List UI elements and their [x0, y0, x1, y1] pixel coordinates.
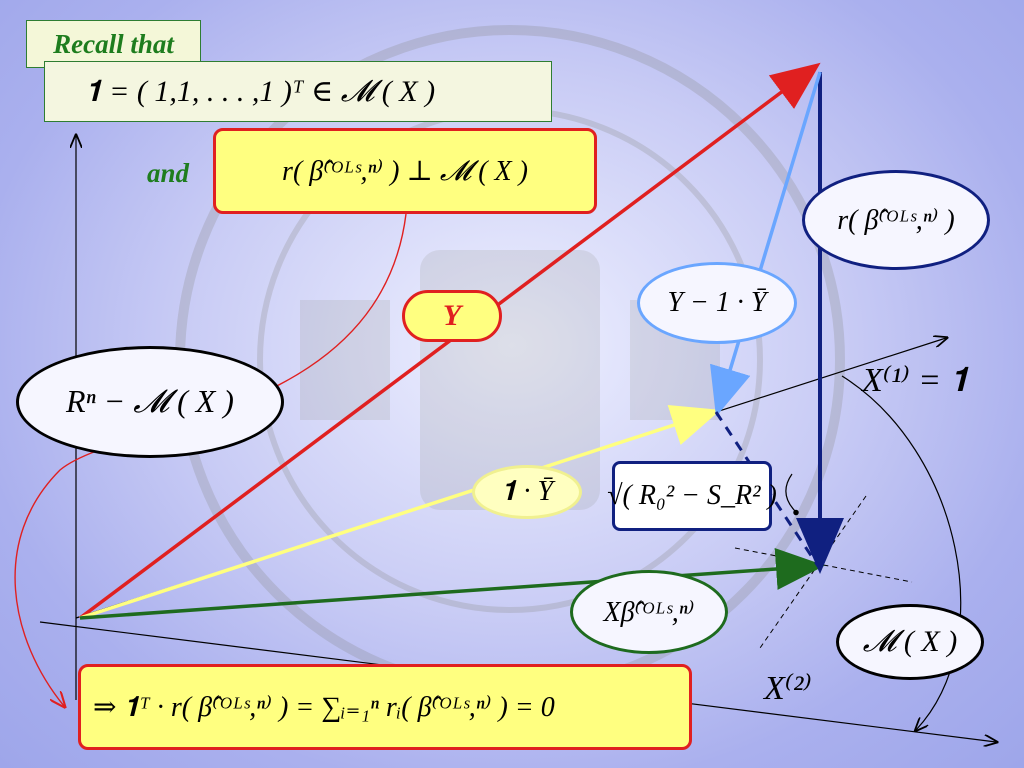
- formula-one-in-mx-text: 𝟏 = ( 1,1, . . . ,1 )ᵀ ∈ 𝓜 ( X ): [85, 75, 436, 108]
- perp-formula-text: r( β̂⁽ᴼᴸˢ,ⁿ⁾ ) ⊥ 𝓜 ( X ): [282, 156, 528, 187]
- title-text: Recall that: [53, 28, 174, 59]
- plane-edge: [734, 547, 913, 583]
- sqrt-text: √( R₀² − S_R² ): [607, 480, 777, 511]
- y-minus-ybar-text: Y − 1 · Ȳ: [667, 287, 767, 318]
- y-label: Y: [402, 290, 502, 342]
- and-label: and: [136, 153, 200, 193]
- x1-label: X⁽¹⁾ = 𝟏: [862, 362, 969, 399]
- and-label-text: and: [146, 157, 190, 188]
- y-vector: [78, 62, 821, 620]
- x-beta-text: Xβ̂⁽ᴼᴸˢ,ⁿ⁾: [603, 597, 695, 628]
- y-minus-ybar-vector: [710, 71, 822, 417]
- connector-arrow: [14, 213, 407, 706]
- one-ybar-label: 𝟏 · Ȳ: [472, 465, 582, 519]
- plane-curve-arrow: [841, 375, 962, 730]
- conclusion-box: ⇒ 𝟏ᵀ · r( β̂⁽ᴼᴸˢ,ⁿ⁾ ) = ∑ᵢ₌₁ⁿ rᵢ( β̂⁽ᴼᴸˢ…: [78, 664, 692, 750]
- right-angle-arc: [785, 473, 797, 513]
- formula-one-in-mx: 𝟏 = ( 1,1, . . . ,1 )ᵀ ∈ 𝓜 ( X ): [44, 61, 552, 122]
- mx-label: 𝓜 ( X ): [836, 604, 984, 680]
- conclusion-text: ⇒ 𝟏ᵀ · r( β̂⁽ᴼᴸˢ,ⁿ⁾ ) = ∑ᵢ₌₁ⁿ rᵢ( β̂⁽ᴼᴸˢ…: [93, 692, 555, 723]
- y-label-text: Y: [442, 299, 462, 332]
- rn-minus-mx-text: Rⁿ − 𝓜 ( X ): [66, 383, 234, 419]
- x-beta-vector: [79, 548, 825, 620]
- rn-minus-mx-label: Rⁿ − 𝓜 ( X ): [16, 346, 284, 458]
- title-recall-that: Recall that: [26, 20, 201, 68]
- sqrt-label: √( R₀² − S_R² ): [607, 461, 777, 531]
- one-ybar-vector: [79, 405, 721, 620]
- right-angle-dot: .: [793, 486, 802, 523]
- perp-formula-box: r( β̂⁽ᴼᴸˢ,ⁿ⁾ ) ⊥ 𝓜 ( X ): [213, 128, 597, 214]
- x2-label: X⁽²⁾: [764, 670, 812, 707]
- residual-label: r( β̂⁽ᴼᴸˢ,ⁿ⁾ ): [802, 170, 990, 270]
- residual-text: r( β̂⁽ᴼᴸˢ,ⁿ⁾ ): [837, 205, 955, 236]
- y-minus-ybar-label: Y − 1 · Ȳ: [637, 262, 797, 344]
- x-beta-label: Xβ̂⁽ᴼᴸˢ,ⁿ⁾: [570, 570, 728, 654]
- one-ybar-text: 𝟏 · Ȳ: [500, 476, 554, 507]
- mx-text: 𝓜 ( X ): [862, 625, 958, 658]
